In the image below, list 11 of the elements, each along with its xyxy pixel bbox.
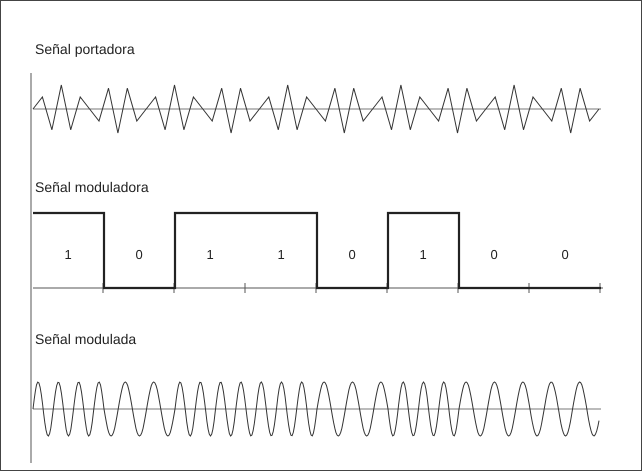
bit-value: 0: [562, 247, 569, 262]
bit-value: 0: [136, 247, 143, 262]
signal-title: Señal modulada: [35, 331, 136, 347]
bit-value: 1: [206, 247, 214, 262]
bit-value: 1: [64, 247, 72, 262]
signal-title: Señal portadora: [35, 41, 135, 57]
bit-value: 0: [348, 247, 356, 262]
signal-title: Señal moduladora: [35, 179, 149, 195]
bit-value: 1: [278, 247, 285, 262]
bit-value: 0: [490, 247, 498, 262]
bit-value: 1: [420, 247, 427, 262]
